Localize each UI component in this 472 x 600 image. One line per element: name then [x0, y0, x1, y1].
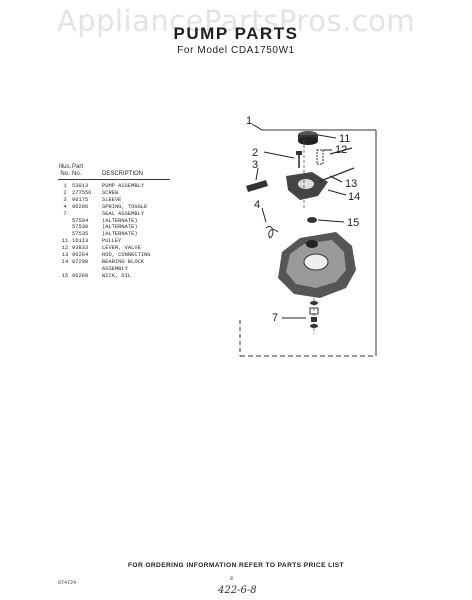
valve-spring-part	[316, 149, 324, 165]
page-title: PUMP PARTS	[173, 24, 299, 43]
illus-number: 4	[63, 203, 67, 210]
watermark: AppliancePartsPros.com	[56, 4, 416, 38]
callout-12: 12	[335, 144, 347, 156]
header-illus-line1: Illus.	[58, 164, 72, 170]
callout-11: 11	[339, 133, 350, 145]
part-description: SPRING, TOGGLE	[102, 203, 148, 210]
illus-number: 12	[61, 245, 69, 252]
part-description: BEARING BLOCK	[102, 258, 145, 265]
part-description: PUMP ASSEMBLY	[102, 183, 145, 189]
parts-table-row: 57530 (ALTERNATE)	[58, 224, 208, 231]
connecting-rod-part	[317, 147, 355, 183]
callout-2: 2	[252, 147, 258, 159]
parts-table-row: 1 53913 PUMP ASSEMBLY	[58, 183, 208, 190]
screw-part	[296, 151, 302, 168]
part-number: 57535	[72, 231, 89, 238]
illus-number: 2	[63, 189, 67, 196]
parts-table-row: 3 96175 SLEEVE	[58, 197, 208, 204]
callout-14: 14	[348, 191, 360, 203]
seal-assembly-part	[309, 298, 319, 334]
toggle-spring-part	[265, 225, 279, 239]
parts-table-row: 57535 (ALTERNATE)	[58, 231, 208, 238]
bearing-block-part	[286, 140, 328, 210]
pulley-part	[298, 131, 318, 145]
callout-1: 1	[246, 115, 252, 127]
callout-7: 7	[272, 312, 278, 324]
illus-number: 7	[63, 210, 67, 217]
part-description: PULLEY	[102, 238, 122, 245]
model-subtitle: For Model CDA1750W1	[177, 45, 295, 56]
header-part-line2: No.	[72, 171, 82, 177]
parts-table-row: ASSEMBLY	[58, 266, 208, 273]
header-part-line1: Part	[72, 164, 84, 170]
leader-lines	[251, 123, 347, 319]
sleeve-part	[246, 180, 268, 192]
callout-3: 3	[252, 159, 258, 171]
part-description: WICK, OIL	[102, 272, 132, 279]
part-number: 277556	[72, 189, 92, 196]
callout-13: 13	[345, 178, 357, 190]
part-description: SCREW	[102, 189, 119, 196]
ordering-note: FOR ORDERING INFORMATION REFER TO PARTS …	[128, 562, 344, 569]
part-number: 53913	[72, 183, 89, 189]
illus-number: 11	[61, 238, 69, 245]
header-illus-line2: No.	[60, 171, 70, 177]
part-number: 16113	[72, 238, 89, 245]
part-description: (ALTERNATE)	[102, 224, 138, 231]
parts-table-body: 1 53913 PUMP ASSEMBLY 2 277556 SCREW 3 96175 SLE…	[58, 183, 208, 280]
handwritten-note: 422-6-8	[218, 585, 257, 596]
part-number: 57594	[72, 217, 89, 224]
header-divider	[58, 179, 170, 180]
part-description: ROD, CONNECTING	[102, 252, 151, 259]
pump-body-part	[278, 232, 356, 298]
illus-number: 14	[61, 258, 69, 265]
part-number: 96266	[72, 203, 89, 210]
callout-15: 15	[347, 217, 359, 229]
page-number: 8	[230, 576, 234, 582]
part-description: LEVER, VALVE	[102, 245, 141, 252]
part-number: 96264	[72, 252, 89, 259]
illus-number: 1	[63, 183, 67, 189]
part-number: 96175	[72, 196, 89, 203]
part-number: 93833	[72, 245, 89, 252]
parts-table-header: Illus. Part No. No. DESCRIPTION	[58, 164, 208, 180]
parts-table-row: 7 SEAL ASSEMBLY	[58, 211, 208, 218]
part-number: 96269	[72, 272, 89, 279]
part-description: SEAL ASSEMBLY	[102, 210, 145, 217]
parts-table-row: 57594 (ALTERNATE)	[58, 218, 208, 225]
part-description: SLEEVE	[102, 196, 122, 203]
part-number: 57530	[72, 224, 89, 231]
part-description: (ALTERNATE)	[102, 217, 138, 224]
header-description: DESCRIPTION	[102, 171, 144, 177]
illus-number: 15	[61, 272, 69, 279]
parts-table-row: 2 277556 SCREW	[58, 190, 208, 197]
catalog-code: 974724	[58, 580, 77, 586]
oil-wick-part	[307, 217, 317, 223]
part-description: (ALTERNATE)	[102, 231, 138, 238]
illus-number: 13	[61, 252, 69, 259]
callout-4: 4	[254, 199, 260, 211]
parts-table-row: 4 96266 SPRING, TOGGLE	[58, 204, 208, 211]
illus-number: 3	[63, 196, 67, 203]
part-description: ASSEMBLY	[102, 265, 128, 272]
part-number: 87290	[72, 258, 89, 265]
